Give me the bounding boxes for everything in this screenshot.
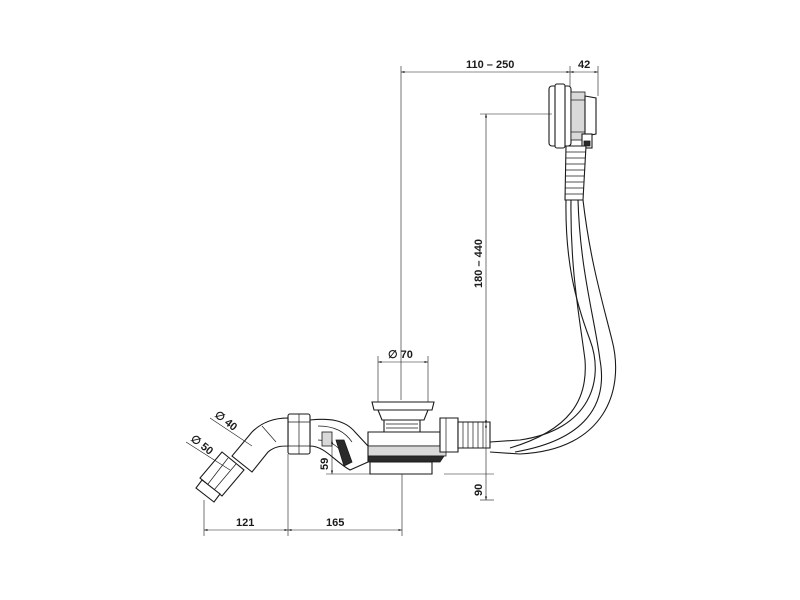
label-height-range: 180 – 440: [473, 239, 485, 288]
dim-outlet-diameters: [185, 417, 253, 471]
dim-overall-height: [444, 424, 494, 501]
dim-bottom-lengths: [203, 454, 403, 536]
coupling-nut: [287, 413, 311, 455]
dim-height-range: [480, 113, 552, 424]
dim-handle-offset: [400, 66, 571, 400]
dim-waste-diameter: [377, 356, 429, 402]
label-trap-length: 165: [326, 517, 344, 529]
dim-trap-height: [326, 440, 370, 475]
label-trap-height: 59: [319, 458, 331, 470]
waste-plug: [371, 401, 435, 433]
label-handle-width: 42: [578, 59, 590, 71]
label-handle-offset: 110 – 250: [466, 59, 514, 71]
label-waste-diameter: ∅ 70: [388, 349, 413, 361]
overflow-handle: [548, 83, 597, 149]
outlet-spigot: [195, 451, 245, 503]
label-outlet-diameter-inner: ∅ 40: [212, 409, 239, 434]
label-overall-height: 90: [473, 484, 485, 496]
overflow-connector: [457, 421, 491, 449]
dim-handle-width: [570, 66, 599, 96]
outlet-elbow: [231, 417, 289, 473]
label-outlet-length: 121: [236, 517, 254, 529]
trap-pipe: [309, 418, 369, 471]
overflow-flex-hose: [564, 145, 587, 201]
overflow-pipe: [489, 199, 617, 455]
label-outlet-diameter-outer: ∅ 50: [188, 433, 215, 458]
